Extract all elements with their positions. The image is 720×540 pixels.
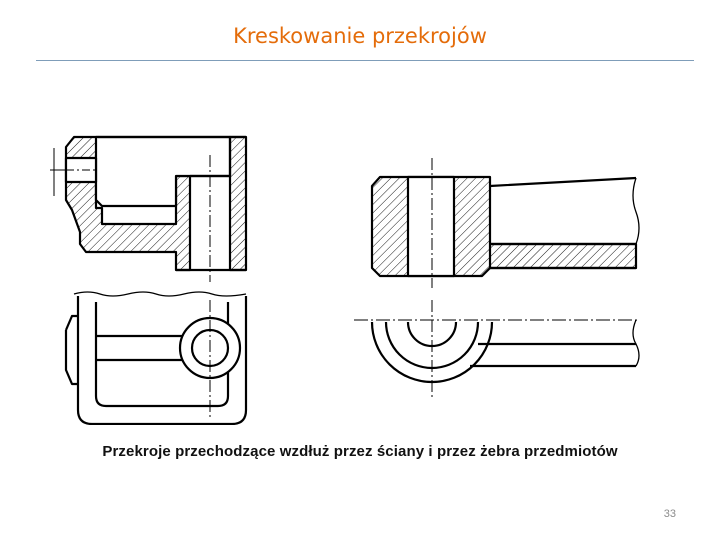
technical-drawing [50,135,640,425]
figure-rib-view [354,300,640,400]
page-number: 33 [663,508,676,520]
figure-wall-view [64,291,248,425]
title-divider [36,60,694,61]
figure-wall-section [50,135,248,282]
figure-caption: Przekroje przechodzące wzdłuż przez ścia… [102,443,618,460]
figure-rib-section [370,158,640,288]
slide-title: Kreskowanie przekrojów [233,24,487,48]
